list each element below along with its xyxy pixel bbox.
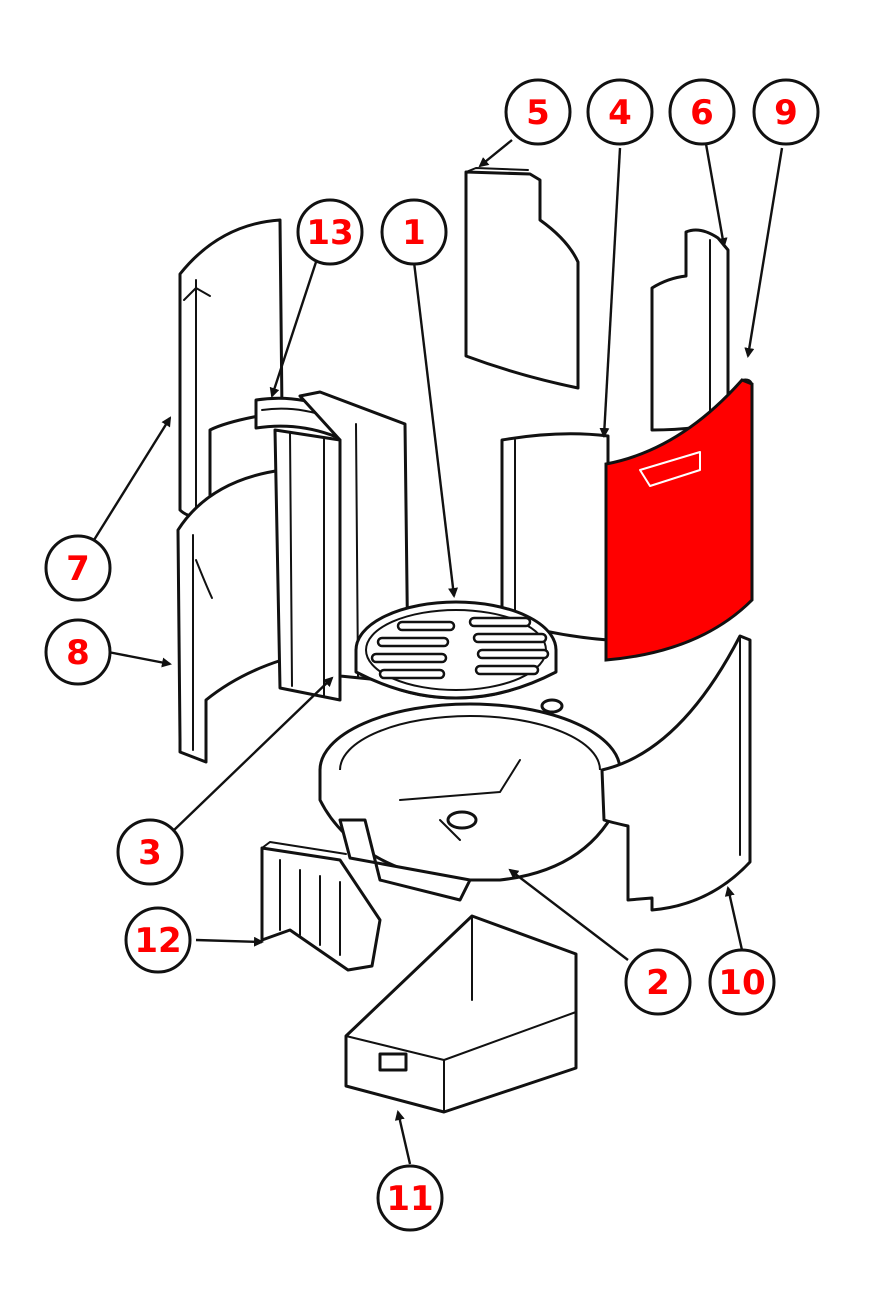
callout-number: 13 — [306, 213, 353, 253]
leader-10 — [724, 886, 744, 951]
callout-10: 10 — [708, 948, 776, 1016]
callout-number: 6 — [690, 93, 714, 133]
callout-4: 4 — [586, 78, 654, 146]
callout-number: 9 — [774, 93, 798, 133]
leader-7 — [92, 416, 172, 541]
part-1-round-grate — [354, 600, 564, 714]
callout-circle — [624, 948, 692, 1016]
part-5-back-liner — [464, 167, 580, 390]
leader-5 — [478, 139, 513, 168]
callout-5: 5 — [504, 78, 572, 146]
leader-12 — [195, 936, 264, 947]
leader-2 — [508, 868, 629, 961]
callout-2: 2 — [624, 948, 692, 1016]
callout-3: 3 — [116, 818, 184, 886]
callout-number: 1 — [402, 213, 426, 253]
callout-9: 9 — [752, 78, 820, 146]
callout-circle — [44, 534, 112, 602]
callout-circle — [668, 78, 736, 146]
part-12-bracket — [260, 841, 382, 972]
part-8-left-lower-liner — [176, 468, 284, 764]
callout-8: 8 — [44, 618, 112, 686]
part-10-lower-right-liner — [600, 634, 752, 912]
callout-number: 2 — [646, 963, 670, 1003]
leader-13 — [269, 261, 318, 398]
callout-circle — [708, 948, 776, 1016]
callout-12: 12 — [124, 906, 192, 974]
callout-number: 10 — [718, 963, 765, 1003]
callout-number: 12 — [134, 921, 181, 961]
part-6-right-liner — [650, 228, 730, 432]
callout-number: 7 — [66, 549, 90, 589]
callout-1: 1 — [380, 198, 448, 266]
leader-4 — [599, 147, 622, 438]
leader-3 — [171, 676, 334, 833]
callout-number: 5 — [526, 93, 550, 133]
callout-number: 8 — [66, 633, 90, 673]
part-3-front-panels — [273, 390, 410, 702]
callout-circle — [116, 818, 184, 886]
callout-circle — [296, 198, 364, 266]
callout-circle — [44, 618, 112, 686]
callout-circle — [752, 78, 820, 146]
callout-13: 13 — [296, 198, 364, 266]
callout-11: 11 — [376, 1164, 444, 1232]
callout-number: 4 — [608, 93, 632, 133]
callout-number: 11 — [386, 1179, 433, 1219]
leader-1 — [412, 261, 459, 598]
leader-8 — [107, 650, 172, 668]
leader-9 — [744, 147, 784, 358]
callout-7: 7 — [44, 534, 112, 602]
callout-circle — [586, 78, 654, 146]
callout-circle — [504, 78, 572, 146]
part-9-curved-liner-highlighted — [604, 378, 754, 662]
callout-circle — [376, 1164, 444, 1232]
callout-6: 6 — [668, 78, 736, 146]
leader-6 — [704, 143, 728, 248]
part-11-ash-pan — [344, 914, 578, 1114]
callout-circle — [380, 198, 448, 266]
leader-11 — [394, 1110, 412, 1165]
callout-number: 3 — [138, 833, 162, 873]
callout-circle — [124, 906, 192, 974]
leader-lines — [92, 139, 784, 1165]
part-4-back-wall — [500, 432, 610, 642]
part-2-base-ring — [318, 702, 622, 902]
